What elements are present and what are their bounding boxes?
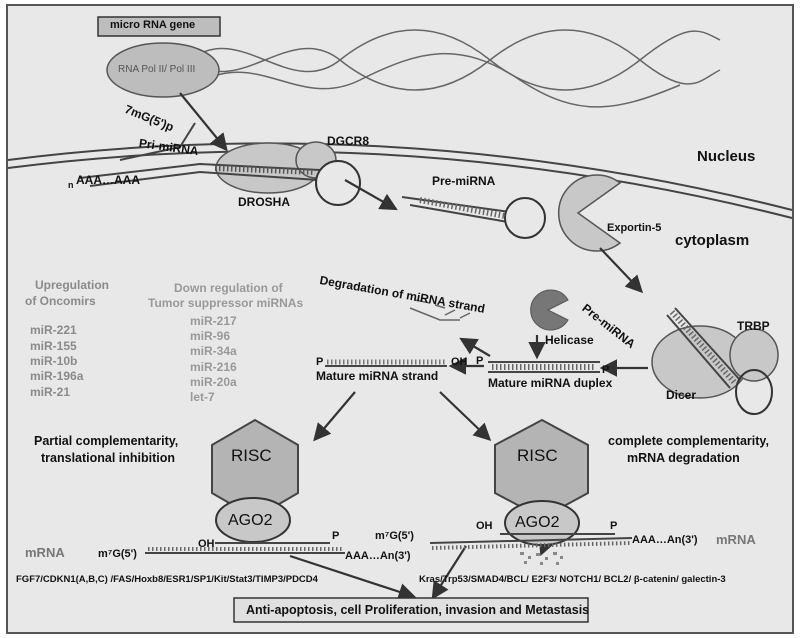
mrna-left <box>145 542 345 554</box>
risc-right-label: RISC <box>517 446 558 465</box>
degraded-strand-fragments <box>409 299 471 321</box>
mirna-duplex <box>488 361 600 373</box>
downreg-item-4: miR-20a <box>190 375 237 389</box>
outcome-label: Anti-apoptosis, cell Proliferation, inva… <box>246 603 590 617</box>
trbp-ellipse <box>729 328 779 382</box>
mature-strand-label: Mature miRNA strand <box>316 369 439 383</box>
exportin-5-shape <box>557 174 622 252</box>
mrna-right <box>429 533 633 550</box>
left-caption-1: Partial complementarity, <box>34 434 179 448</box>
outcome-box <box>233 597 589 623</box>
trbp-label: TRBP <box>737 319 770 333</box>
left-caption-2: translational inhibition <box>41 451 176 465</box>
downreg-item-0: miR-217 <box>190 314 237 328</box>
polya-subscript: n <box>68 180 74 190</box>
arrows <box>179 92 648 601</box>
duplex-label: Mature miRNA duplex <box>488 376 613 390</box>
diagram-frame <box>6 4 794 634</box>
mrna-fragments <box>520 552 563 565</box>
left-targets: FGF7/CDKN1(A,B,C) /FAS/Hoxb8/ESR1/SP1/Ki… <box>16 574 318 585</box>
exportin-label: Exportin-5 <box>607 222 662 234</box>
rna-polymerase-ellipse <box>106 42 220 98</box>
downreg-item-3: miR-216 <box>190 360 237 374</box>
downreg-title-1: Down regulation of <box>174 281 283 295</box>
strand-oh: OH <box>451 356 468 368</box>
ago2-right-label: AGO2 <box>515 514 560 531</box>
nuclear-envelope-outer <box>7 142 793 211</box>
pri-mirna-stem <box>214 165 316 175</box>
dna-helix <box>189 29 721 108</box>
left-oh-label: OH <box>198 538 215 550</box>
gene-box <box>97 16 221 37</box>
nucleus-label: Nucleus <box>697 148 756 165</box>
left-mrna-label: mRNA <box>25 545 65 560</box>
upreg-item-4: miR-21 <box>30 385 71 399</box>
left-p-label: P <box>332 530 340 542</box>
risc-left-label: RISC <box>231 446 272 465</box>
nuclear-envelope-inner <box>7 150 793 219</box>
upreg-item-0: miR-221 <box>30 323 77 337</box>
upreg-item-3: miR-196a <box>30 369 84 383</box>
dicer-cut-shape <box>530 289 569 331</box>
downreg-item-5: let-7 <box>190 390 215 404</box>
risc-hexagon-right <box>494 418 589 520</box>
pre-mirna-nucleus-label: Pre-miRNA <box>432 174 496 188</box>
strand-p: P <box>316 356 324 368</box>
dicer-label: Dicer <box>666 388 697 402</box>
duplex-p-right: P <box>602 364 610 376</box>
duplex-p-left: P <box>476 355 484 367</box>
right-oh-label: OH <box>476 520 493 532</box>
right-mrna-label: mRNA <box>716 532 756 547</box>
gene-box-label: micro RNA gene <box>110 19 196 31</box>
left-cap-label: m⁷G(5') <box>98 548 137 560</box>
rna-pol-label: RNA Pol II/ Pol III <box>118 64 196 75</box>
helicase-label: Helicase <box>545 333 594 347</box>
mature-mirna-strand <box>325 359 447 367</box>
upreg-item-2: miR-10b <box>30 354 78 368</box>
ago2-left-label: AGO2 <box>228 512 273 529</box>
pre-mirna-nucleus <box>401 196 546 239</box>
pri-mirna-hairpin <box>79 122 361 206</box>
cytoplasm-label: cytoplasm <box>675 232 750 249</box>
left-tail-label: AAA…An(3') <box>345 550 411 562</box>
risc-hexagon-left <box>211 418 299 520</box>
polya-label: AAA…AAA <box>76 173 140 187</box>
drosha-label: DROSHA <box>238 195 291 209</box>
right-tail-label: AAA…An(3') <box>632 534 698 546</box>
right-cap-label: m⁷G(5') <box>375 530 414 542</box>
right-targets: Kras/Trp53/SMAD4/BCL/ E2F3/ NOTCH1/ BCL2… <box>419 574 726 585</box>
downreg-title-2: Tumor suppressor miRNAs <box>148 296 304 310</box>
dgcr8-label: DGCR8 <box>327 134 370 148</box>
right-caption-1: complete complementarity, <box>608 434 769 448</box>
downreg-item-2: miR-34a <box>190 344 237 358</box>
upreg-item-1: miR-155 <box>30 339 77 353</box>
pre-mirna-cytoplasm <box>666 307 773 415</box>
right-p-label: P <box>610 520 618 532</box>
right-caption-2: mRNA degradation <box>627 451 740 465</box>
downreg-item-1: miR-96 <box>190 329 231 343</box>
upreg-title-1: Upregulation <box>35 278 109 292</box>
upreg-title-2: of Oncomirs <box>25 294 96 308</box>
